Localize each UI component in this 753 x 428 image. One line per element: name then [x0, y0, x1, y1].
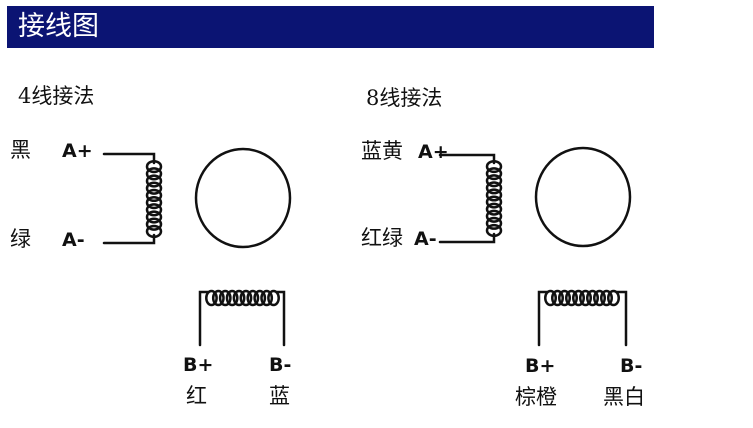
coil-loop	[211, 289, 225, 307]
four-wire-b-plus-color: 红	[186, 384, 207, 408]
coil-loop	[145, 210, 163, 224]
coil-loop	[145, 159, 163, 174]
coil-loop	[579, 289, 592, 307]
four-wire-b-minus-lead	[275, 290, 286, 347]
eight-wire-b-plus-pin: B+	[525, 355, 555, 377]
coil-loop	[485, 209, 503, 223]
eight-wire-b-minus-color: 黑白	[603, 385, 645, 409]
coil-loop	[145, 224, 163, 239]
four-wire-title: 4线接法	[18, 84, 95, 108]
eight-wire-a-minus-lead	[438, 232, 496, 244]
eight-wire-a-plus-pin: A+	[418, 141, 449, 163]
coil-loop	[558, 289, 571, 307]
four-wire-a-plus-pin: A+	[62, 140, 93, 162]
coil-loop	[145, 167, 163, 181]
four-wire-b-plus-lead	[198, 290, 210, 347]
coil-loop	[600, 289, 613, 307]
coil-loop	[572, 289, 585, 307]
eight-wire-a-coil	[485, 159, 503, 238]
eight-wire-b-coil	[544, 289, 620, 307]
coil-loop	[607, 289, 620, 307]
coil-loop	[593, 289, 606, 307]
coil-loop	[145, 174, 163, 188]
four-wire-b-coil	[205, 289, 280, 307]
coil-loop	[145, 188, 163, 203]
four-wire-a-minus-pin: A-	[62, 229, 85, 251]
four-wire-a-minus-color: 绿	[10, 227, 31, 251]
four-wire-b-plus-pin: B+	[183, 354, 213, 376]
eight-wire-b-minus-pin: B-	[620, 355, 642, 377]
coil-loop	[267, 289, 280, 307]
coil-loop	[485, 188, 503, 202]
coil-loop	[145, 217, 163, 231]
coil-loop	[260, 289, 274, 307]
four-wire-a-coil	[145, 159, 163, 239]
coil-loop	[485, 167, 503, 181]
coil-loop	[232, 289, 246, 307]
four-wire-a-plus-lead	[102, 152, 156, 165]
coil-loop	[544, 289, 557, 307]
coil-loop	[485, 174, 503, 188]
coil-loop	[218, 289, 232, 307]
coil-loop	[551, 289, 564, 307]
coil-loop	[145, 181, 163, 195]
coil-loop	[485, 202, 503, 216]
eight-wire-title: 8线接法	[366, 86, 443, 110]
eight-wire-b-plus-lead	[537, 290, 549, 347]
coil-loop	[253, 289, 267, 307]
eight-wire-b-minus-lead	[615, 290, 628, 347]
eight-wire-motor-circle	[534, 146, 632, 248]
four-wire-b-minus-pin: B-	[269, 354, 291, 376]
coil-loop	[239, 289, 253, 307]
coil-loop	[225, 289, 239, 307]
eight-wire-b-plus-color: 棕橙	[515, 385, 557, 409]
coil-loop	[246, 289, 260, 307]
coil-loop	[485, 181, 503, 195]
coil-loop	[485, 223, 503, 238]
coil-loop	[145, 195, 163, 210]
four-wire-a-plus-color: 黑	[10, 138, 31, 162]
eight-wire-a-plus-color: 蓝黄	[361, 139, 403, 163]
coil-loop	[586, 289, 599, 307]
coil-loop	[485, 195, 503, 209]
four-wire-a-minus-lead	[102, 233, 156, 245]
eight-wire-a-minus-pin: A-	[414, 228, 437, 250]
coil-loop	[565, 289, 578, 307]
header-bar: 接线图	[7, 6, 654, 48]
page-title: 接线图	[18, 11, 99, 42]
four-wire-b-minus-color: 蓝	[269, 384, 290, 408]
coil-loop	[485, 216, 503, 230]
eight-wire-a-minus-color: 红绿	[361, 226, 403, 250]
coil-loop	[145, 203, 163, 217]
coil-loop	[205, 289, 218, 307]
four-wire-motor-circle	[194, 147, 292, 249]
coil-loop	[485, 159, 503, 174]
